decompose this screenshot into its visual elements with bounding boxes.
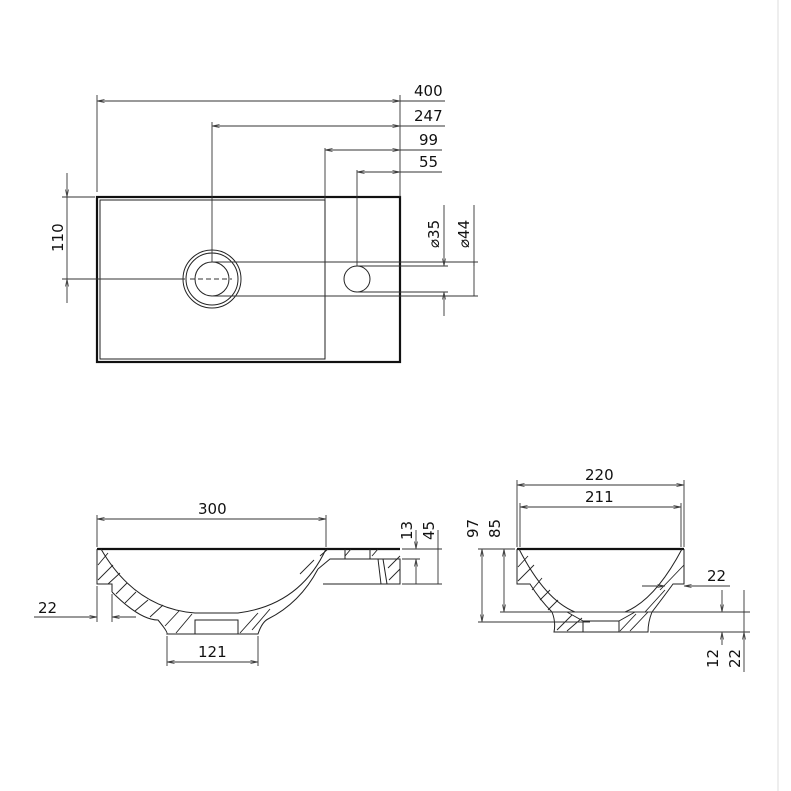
basin-outline (95, 195, 402, 364)
dim-outer-width: 220 (585, 466, 614, 484)
dim-base-height: 22 (726, 649, 744, 668)
section-hatching (517, 555, 685, 632)
dim-bowl-width: 300 (198, 500, 227, 518)
side-section-view: 220 211 97 85 22 12 22 (464, 466, 750, 672)
dim-deck-height: 45 (420, 521, 438, 540)
dim-tap-hole-from-right: 55 (419, 153, 438, 171)
section-hatching (97, 548, 401, 634)
dim-drain-diameter: ⌀44 (455, 220, 473, 248)
dim-base-thickness: 12 (704, 649, 722, 668)
front-section-view: 300 121 22 13 45 (34, 500, 442, 666)
dim-side-wall-step: 22 (707, 567, 726, 585)
dim-drain-from-right: 247 (414, 107, 443, 125)
dim-basin-edge-from-right: 99 (419, 131, 438, 149)
bowl-outline (99, 199, 326, 360)
dim-inner-width: 211 (585, 488, 614, 506)
dim-tap-hole-diameter: ⌀35 (425, 220, 443, 248)
dim-bottom-width: 121 (198, 643, 227, 661)
dim-overall-height: 97 (464, 519, 482, 538)
dim-drain-from-front: 110 (49, 223, 67, 252)
top-view: 400 247 99 55 110 ⌀35 ⌀44 (49, 82, 478, 364)
dim-deck-thickness: 13 (398, 521, 416, 540)
tap-hole (343, 265, 371, 293)
dim-overall-width: 400 (414, 82, 443, 100)
dim-wall-step: 22 (38, 599, 57, 617)
dim-inner-height: 85 (486, 519, 504, 538)
